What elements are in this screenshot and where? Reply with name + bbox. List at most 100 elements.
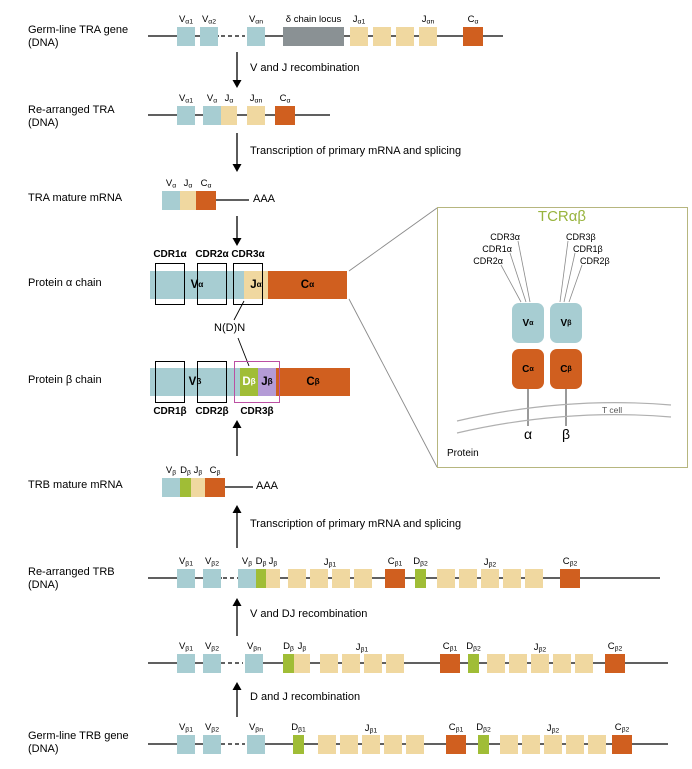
gene-segment-j-box — [180, 191, 196, 210]
gene-segment-j-box — [354, 569, 372, 588]
arrow-up-head — [232, 420, 242, 428]
segment-label: δ chain locus — [285, 14, 342, 25]
gene-segment-v-box — [238, 569, 256, 588]
process-step-label: Transcription of primary mRNA and splici… — [250, 145, 462, 157]
arrow-up-head — [232, 598, 242, 606]
segment-label: Vβ1 — [178, 556, 194, 568]
gene-segment-j-box — [350, 27, 368, 46]
row-label: Re-arranged TRA(DNA) — [28, 104, 115, 129]
gene-segment-j-box — [500, 735, 518, 754]
cluster-label-jb2: Jβ2 — [533, 642, 547, 654]
inset-cdr2a-label: CDR2α — [473, 256, 503, 266]
gene-segment-c-box — [385, 569, 405, 588]
gene-segment-j-box — [332, 569, 350, 588]
gene-segment-d-box — [256, 569, 266, 588]
row-label-line: (DNA) — [28, 116, 59, 129]
gene-segment-j-box — [522, 735, 540, 754]
gene-segment-v-box — [162, 191, 180, 210]
segment-label: Vβ1 — [178, 641, 194, 653]
gene-segment-j-box — [396, 27, 414, 46]
gene-segment-j-box — [503, 569, 521, 588]
t-cell-label: T cell — [602, 405, 623, 415]
gene-segment-delta-box — [283, 27, 344, 46]
gene-segment-d-box — [468, 654, 479, 673]
process-step-label: D and J recombination — [250, 691, 361, 703]
gene-segment-j-box — [340, 735, 358, 754]
gene-segment-j-box — [544, 735, 562, 754]
gene-segment-j-box — [509, 654, 527, 673]
arrow-down-head — [232, 238, 242, 246]
segment-label: Dβ — [255, 556, 267, 568]
segment-label: Vβn — [248, 722, 264, 734]
segment-label: Vβn — [246, 641, 262, 653]
segment-label: Vβ2 — [204, 641, 220, 653]
gene-segment-d-box — [283, 654, 294, 673]
gene-segment-c-box — [440, 654, 460, 673]
cdr-label: CDR1β — [153, 406, 187, 417]
gene-segment-j-box — [531, 654, 549, 673]
polyA-label: AAA — [256, 480, 279, 492]
segment-label: Cβ1 — [442, 641, 458, 653]
segment-label: Jα — [183, 178, 193, 190]
gene-segment-v-box — [203, 569, 221, 588]
inset-connector-line — [348, 207, 438, 272]
polyA-label: AAA — [253, 193, 276, 205]
segment-label: Dβ — [180, 465, 191, 477]
gene-segment-v-box — [200, 27, 218, 46]
segment-label: Dβ2 — [466, 641, 481, 653]
gene-segment-j-box — [481, 569, 499, 588]
gene-segment-j-box — [437, 569, 455, 588]
inset-frame — [437, 207, 688, 468]
arrow-up-head — [232, 682, 242, 690]
row-label-line: TRB mature mRNA — [28, 479, 123, 491]
cell-membrane-arc — [456, 414, 672, 434]
cdr-label: CDR2α — [195, 249, 229, 260]
cell-membrane-arc — [456, 402, 672, 422]
segment-label: Jα — [224, 93, 234, 105]
cdr-outline-rect — [197, 263, 227, 305]
segment-label: Vβ2 — [204, 722, 220, 734]
row-label-line: Germ-line TRA gene — [28, 24, 129, 36]
segment-label: Cα — [467, 14, 479, 26]
gene-segment-j-box — [342, 654, 360, 673]
cdr-outline-rect — [234, 361, 280, 403]
row-label: Re-arranged TRB(DNA) — [28, 566, 115, 591]
gene-segment-j-box — [294, 654, 310, 673]
segment-label: Vα1 — [178, 14, 194, 26]
gene-segment-j-box — [419, 27, 437, 46]
row-label-line: Re-arranged TRA — [28, 104, 115, 116]
gene-segment-j-box — [362, 735, 380, 754]
gene-segment-j-box — [364, 654, 382, 673]
cluster-label-jb2: Jβ2 — [483, 557, 497, 569]
gene-segment-d-box — [478, 735, 489, 754]
gene-segment-v-box — [177, 27, 195, 46]
gene-segment-v-box — [203, 735, 221, 754]
row-label: Germ-line TRA gene(DNA) — [28, 24, 128, 49]
gene-segment-j-box — [566, 735, 584, 754]
row-label: Protein α chain — [28, 277, 102, 290]
cdr-leader-line — [500, 264, 522, 303]
gene-segment-v-box — [162, 478, 180, 497]
arrow-down-head — [232, 80, 242, 88]
gene-segment-c-box — [463, 27, 483, 46]
segment-label: Jαn — [421, 14, 435, 26]
gene-segment-v-box — [177, 569, 195, 588]
segment-label: Jαn — [249, 93, 263, 105]
gene-segment-v-box — [203, 106, 221, 125]
inset-cdr2b-label: CDR2β — [580, 256, 610, 266]
segment-label: Vα1 — [178, 93, 194, 105]
gene-segment-v-box — [177, 106, 195, 125]
segment-label: Vα2 — [201, 14, 217, 26]
segment-label: Jβ — [193, 465, 203, 477]
cdr-outline-rect — [155, 263, 185, 305]
segment-label: Jα1 — [352, 14, 366, 26]
